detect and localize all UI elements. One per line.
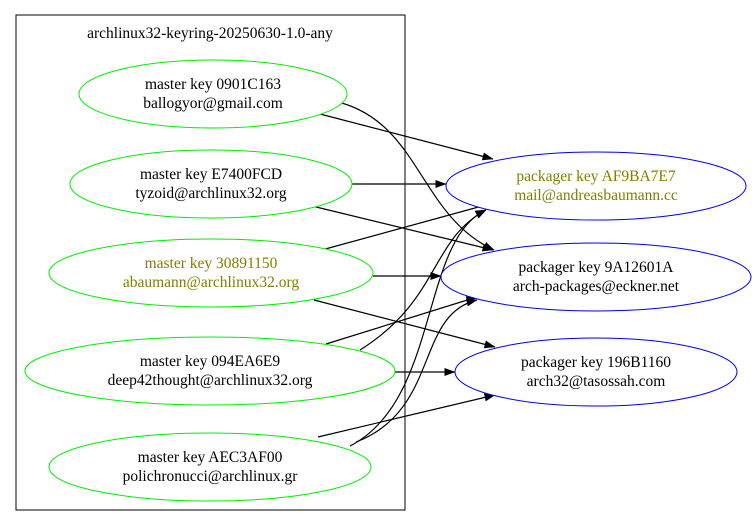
keyring-cluster-title: archlinux32-keyring-20250630-1.0-any — [87, 25, 333, 42]
signature-edge-m1-p1 — [319, 113, 494, 161]
master-key-ellipse — [48, 432, 372, 502]
master-key-node[interactable]: master key 30891150 abaumann@archlinux32… — [48, 238, 374, 308]
signature-edge-m3-p1 — [317, 201, 494, 252]
signature-edge-m5-p1 — [349, 209, 487, 447]
signature-edges — [311, 100, 496, 447]
master-key-ellipse — [24, 336, 396, 406]
master-key-label: master key E7400FCD — [140, 166, 282, 183]
signature-edge-m4-p2 — [325, 296, 478, 345]
packager-key-ellipse — [445, 151, 747, 221]
signature-edge-m5-p3 — [317, 393, 496, 438]
master-key-ellipse — [78, 59, 348, 129]
master-key-label: master key 0901C163 — [145, 76, 281, 93]
packager-key-email: mail@andreasbaumann.cc — [514, 187, 678, 204]
keyring-cluster: archlinux32-keyring-20250630-1.0-any — [15, 14, 406, 511]
packager-key-email: arch32@tasossah.com — [527, 373, 666, 390]
packager-key-ellipse — [440, 242, 752, 312]
keyring-cluster-border — [15, 14, 406, 511]
packager-key-label: packager key 9A12601A — [519, 259, 675, 276]
master-key-email: ballogyor@gmail.com — [143, 95, 283, 112]
master-key-label: master key 30891150 — [145, 255, 278, 272]
packager-key-email: arch-packages@eckner.net — [513, 278, 680, 295]
master-key-email: deep42thought@archlinux32.org — [108, 372, 313, 389]
master-key-node[interactable]: master key 094EA6E9 deep42thought@archli… — [24, 336, 396, 406]
packager-key-node[interactable]: packager key AF9BA7E7 mail@andreasbauman… — [445, 151, 747, 221]
packager-key-ellipse — [454, 337, 738, 407]
signature-edge-m3-p3 — [313, 299, 496, 349]
master-key-label: master key AEC3AF00 — [138, 449, 283, 466]
master-key-email: polichronucci@archlinux.gr — [123, 468, 299, 485]
master-key-node[interactable]: master key 0901C163 ballogyor@gmail.com — [78, 59, 348, 129]
signature-edge-m5-p2 — [355, 298, 478, 443]
master-key-email: abaumann@archlinux32.org — [123, 274, 300, 291]
master-key-node[interactable]: master key E7400FCD tyzoid@archlinux32.o… — [69, 149, 353, 219]
packager-key-node[interactable]: packager key 196B1160 arch32@tasossah.co… — [454, 337, 738, 407]
packager-key-label: packager key AF9BA7E7 — [516, 168, 676, 185]
master-key-ellipse — [69, 149, 353, 219]
signature-edge-m1-p2 — [333, 100, 495, 251]
packager-key-label: packager key 196B1160 — [521, 354, 671, 371]
master-key-label: master key 094EA6E9 — [140, 353, 281, 370]
master-key-node[interactable]: master key AEC3AF00 polichronucci@archli… — [48, 432, 372, 502]
master-key-email: tyzoid@archlinux32.org — [135, 185, 287, 202]
packager-key-node[interactable]: packager key 9A12601A arch-packages@eckn… — [440, 242, 752, 312]
master-key-ellipse — [48, 238, 374, 308]
